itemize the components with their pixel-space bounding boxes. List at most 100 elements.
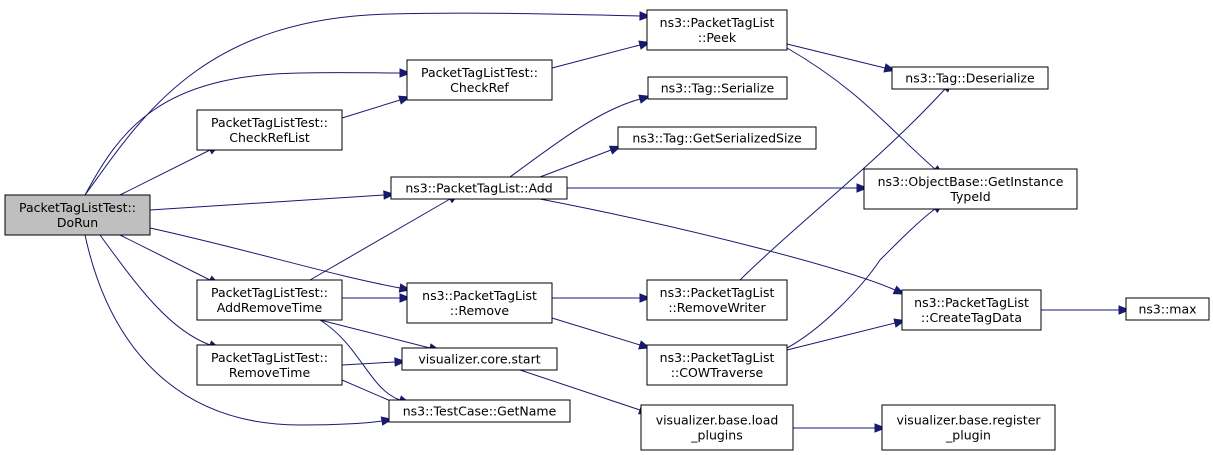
edge-line [786,47,936,170]
node-add[interactable]: ns3::PacketTagList::Add [390,176,568,200]
edge-line [309,198,451,281]
edge-line [739,88,946,281]
node-dorun[interactable]: PacketTagListTest::DoRun [4,194,151,236]
edge-line [551,317,641,346]
node-label-line: _plugin [945,428,991,443]
edge-line [539,149,612,178]
node-label-line: ::COWTraverse [671,365,764,380]
edge-remove-to-removewriter [552,293,652,303]
edge-line [149,194,385,211]
edge-dorun-to-getname [84,234,394,426]
edge-line [84,72,401,196]
edge-line [786,322,896,351]
arrowhead-icon [892,285,906,295]
node-deserialize[interactable]: ns3::Tag::Deserialize [891,66,1049,90]
node-box [401,347,558,371]
edge-dorun-to-peek [84,11,652,196]
arrowhead-icon [874,423,887,433]
edge-line [84,234,383,426]
node-label-line: ::RemoveWriter [668,300,766,315]
node-checkreflist[interactable]: PacketTagListTest::CheckRefList [196,109,343,151]
node-removetime[interactable]: PacketTagListTest::RemoveTime [196,344,343,386]
node-registerplugin[interactable]: visualizer.base.register_plugin [881,404,1056,451]
node-box [406,282,553,324]
edge-add-to-getsersize [539,145,622,178]
arrowhead-icon [399,293,412,303]
node-box [196,344,343,386]
edge-line [786,208,936,349]
edge-add-to-getinstance [567,183,869,193]
edge-dorun-to-add [149,190,396,211]
node-box [406,59,553,101]
node-label-line: CheckRefList [229,130,310,145]
node-max[interactable]: ns3::max [1125,297,1210,321]
node-label-line: ns3::PacketTagList [660,15,775,30]
node-label-line: ns3::ObjectBase::GetInstance [878,174,1064,189]
node-label-line: PacketTagListTest:: [211,115,328,130]
node-box [4,194,151,236]
node-label-line: CheckRef [450,80,509,95]
node-loadplugins[interactable]: visualizer.base.load_plugins [640,404,794,451]
node-createtagdata[interactable]: ns3::PacketTagList::CreateTagData [901,289,1042,331]
edge-line [551,44,641,69]
edge-line [119,149,211,196]
node-label-line: ns3::max [1138,302,1196,317]
node-getname[interactable]: ns3::TestCase::GetName [388,399,571,423]
node-serialize[interactable]: ns3::Tag::Serialize [647,76,788,100]
edge-add-to-createtagdata [539,198,906,295]
arrowhead-icon [1118,305,1131,315]
node-removewriter[interactable]: ns3::PacketTagList::RemoveWriter [646,279,788,321]
node-label-line: PacketTagListTest:: [211,350,328,365]
edge-line [84,12,641,196]
node-label-line: PacketTagListTest:: [211,285,328,300]
edge-createtagdata-to-max [1041,305,1131,315]
node-box [640,404,794,451]
edge-line [341,361,396,366]
edge-removetime-to-vcstart [341,357,407,367]
node-remove[interactable]: ns3::PacketTagList::Remove [406,282,553,324]
node-label-line: ns3::Tag::GetSerializedSize [632,131,802,146]
node-box [646,9,788,51]
node-getsersize[interactable]: ns3::Tag::GetSerializedSize [617,126,817,150]
node-addremovetime[interactable]: PacketTagListTest::AddRemoveTime [196,279,343,321]
node-box [1125,297,1210,321]
edge-line [509,98,641,178]
node-checkref[interactable]: PacketTagListTest::CheckRef [406,59,553,101]
node-label-line: TypeId [949,189,990,204]
edge-line [519,369,641,411]
node-label-line: ns3::PacketTagList::Add [405,181,552,196]
node-peek[interactable]: ns3::PacketTagList::Peek [646,9,788,51]
edge-addremovetime-to-add [309,193,460,281]
node-label-line: ns3::Tag::Deserialize [905,71,1035,86]
edge-line [786,43,886,69]
node-label-line: DoRun [57,215,98,230]
edge-line [119,234,211,281]
edge-line [319,319,431,349]
node-label-line: RemoveTime [229,365,311,380]
edge-line [341,99,401,119]
arrowhead-icon [399,68,412,78]
node-vcstart[interactable]: visualizer.core.start [401,347,558,371]
node-label-line: ns3::PacketTagList [660,350,775,365]
node-label-line: ::CreateTagData [921,310,1022,325]
edge-line [149,227,401,289]
node-label-line: ::Remove [450,303,509,318]
edge-cowtraverse-to-createtagdata [786,318,907,351]
node-label-line: visualizer.base.register [896,413,1041,428]
arrowhead-icon [639,11,652,21]
edge-line [539,198,896,291]
edge-dorun-to-checkreflist [119,144,221,196]
edge-dorun-to-checkref [84,68,412,196]
node-box [647,76,788,100]
edge-line [319,319,401,401]
edge-add-to-serialize [509,94,651,178]
arrowhead-icon [638,94,651,104]
node-cowtraverse[interactable]: ns3::PacketTagList::COWTraverse [646,344,788,386]
node-label-line: ns3::Tag::Serialize [661,81,775,96]
node-label-line: ::Peek [698,30,737,45]
edge-addremovetime-to-remove [342,293,412,303]
node-label-line: AddRemoveTime [217,300,323,315]
edge-loadplugins-to-registerplugin [793,423,887,433]
